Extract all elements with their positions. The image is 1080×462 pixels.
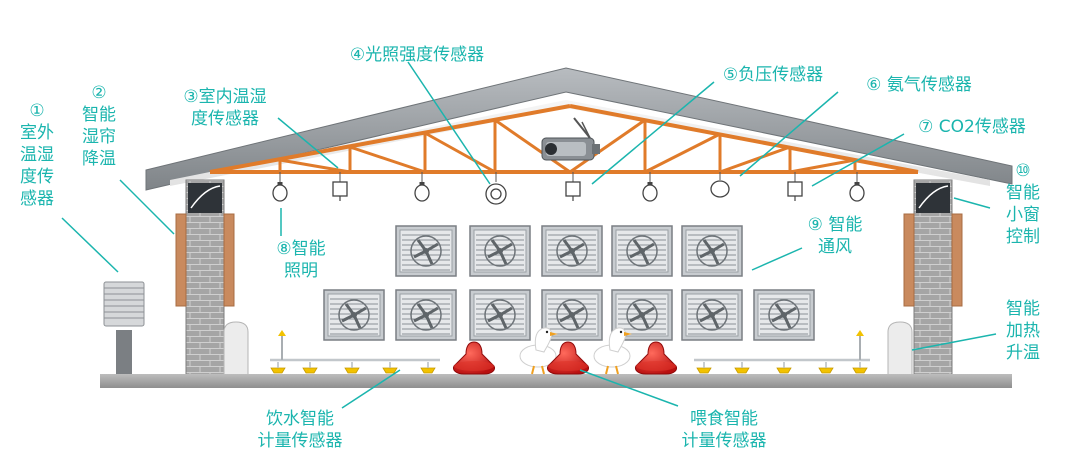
feeder-icon: [452, 341, 496, 375]
floor: [100, 374, 1012, 388]
label-smart-wet-curtain-cooling: ② 智能 湿帘 降温: [82, 83, 116, 169]
left-wall: [175, 179, 249, 377]
ammonia-sensor-icon: [710, 172, 730, 198]
fan-icon: [752, 288, 816, 342]
drinker-icon: [270, 361, 286, 374]
label-smart-lighting: ⑧智能 照明: [276, 239, 326, 281]
label-light-intensity-sensor: ④光照强度传感器: [349, 45, 485, 65]
indoor-temp-sensor-icon: [332, 171, 348, 202]
label-smart-heating: 智能 加热 升温: [1006, 299, 1040, 363]
co2-sensor-icon: [787, 171, 803, 202]
bulb-icon: [272, 171, 288, 202]
drinker-icon: [696, 361, 712, 374]
fan-icon: [322, 288, 386, 342]
fan-icon: [540, 224, 604, 278]
feeder-icon: [634, 341, 678, 375]
label-smart-ventilation: ⑨ 智能 通风: [807, 215, 863, 257]
drinker-icon: [734, 361, 750, 374]
fan-array: [322, 224, 816, 342]
bulb-icon: [414, 171, 430, 202]
label-ammonia-sensor: ⑥ 氨气传感器: [866, 75, 972, 95]
label-indoor-temp-humidity-sensor: ③室内温湿 度传感器: [183, 87, 267, 129]
drinker-icon: [852, 361, 868, 374]
fan-icon: [680, 288, 744, 342]
fan-icon: [610, 224, 674, 278]
drinker-line-left: [270, 330, 440, 374]
drinker-icon: [302, 361, 318, 374]
drinker-icon: [420, 361, 436, 374]
leader-lines: [61, 61, 997, 409]
drinker-icon: [382, 361, 398, 374]
roof: [145, 67, 1013, 191]
fan-icon: [468, 224, 532, 278]
light-sensor-icon: [485, 172, 507, 205]
pressure-sensor-icon: [565, 171, 581, 202]
drinker-icon: [344, 361, 360, 374]
label-outdoor-temp-humidity-sensor: ① 室外 温湿 度传 感器: [20, 101, 54, 209]
bulb-icon: [642, 171, 658, 202]
fan-icon: [394, 288, 458, 342]
roof-truss: [209, 104, 919, 174]
drinker-icon: [818, 361, 834, 374]
label-negative-pressure-sensor: ⑤负压传感器: [722, 65, 824, 85]
label-water-metering-sensor: 饮水智能 计量传感器: [257, 409, 343, 451]
label-smart-window-control: ⑩ 智能 小窗 控制: [1006, 161, 1040, 247]
label-co2-sensor: ⑦ CO2传感器: [918, 117, 1026, 137]
fan-icon: [680, 224, 744, 278]
fan-icon: [468, 288, 532, 342]
right-wall: [887, 179, 963, 377]
ceiling-fixtures: [272, 171, 865, 205]
drinker-line-right: [694, 330, 870, 374]
drinker-icon: [776, 361, 792, 374]
outdoor-sensor-device: [103, 281, 145, 374]
label-feed-metering-sensor: 喂食智能 计量传感器: [681, 409, 767, 451]
camera-icon: [541, 117, 600, 161]
fan-icon: [394, 224, 458, 278]
bulb-icon: [849, 171, 865, 202]
